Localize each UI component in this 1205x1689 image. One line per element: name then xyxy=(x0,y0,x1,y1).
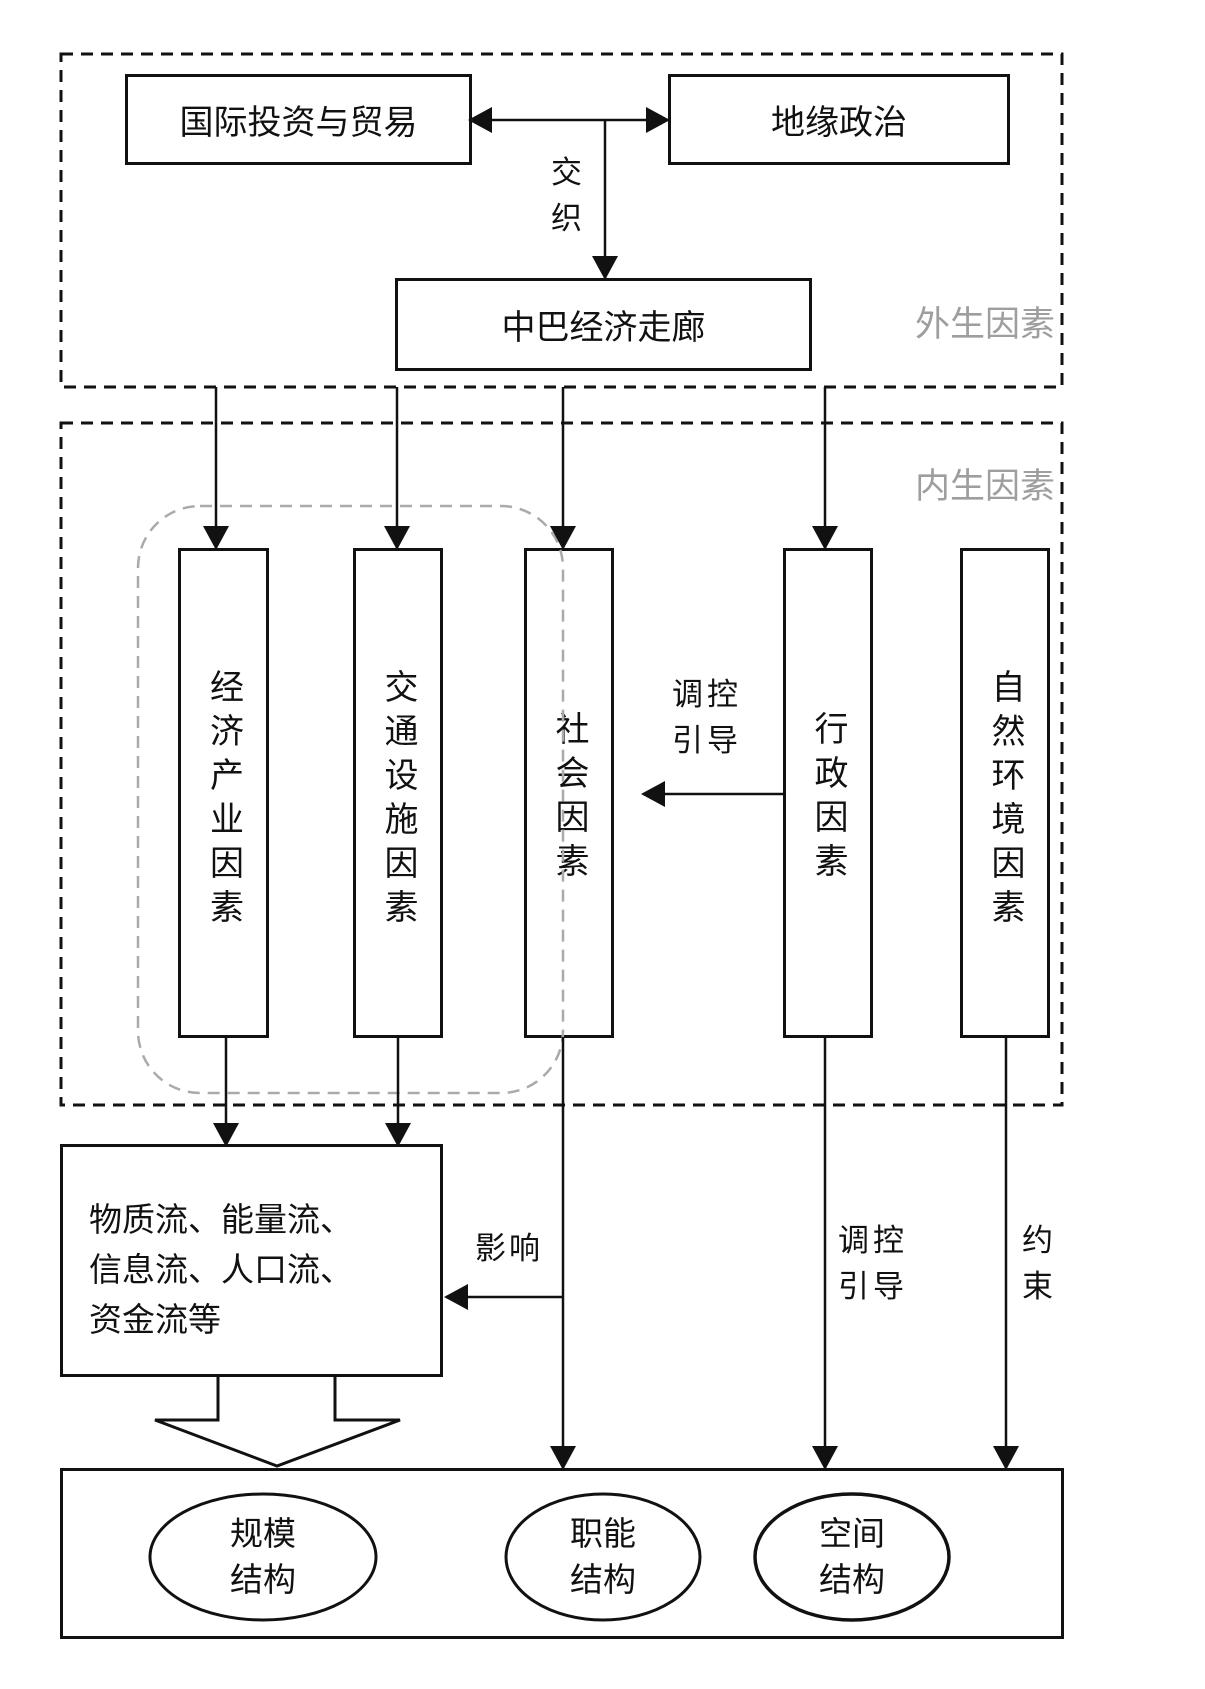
intl-trade-label: 国际投资与贸易 xyxy=(179,103,418,143)
geopolitics-box: 地缘政治 xyxy=(668,74,1010,165)
interweave-label: 交 织 xyxy=(551,155,582,237)
nature-constraint-label: 约 束 xyxy=(1022,1223,1053,1305)
spatial-structure-label: 空间 结构 xyxy=(819,1514,885,1599)
flows-to-structure-big-arrow xyxy=(154,1377,401,1468)
factor-transport: 交通设施因素 xyxy=(353,548,443,1038)
exogenous-zone xyxy=(59,52,1064,389)
flows-label: 物质流、能量流、 信息流、人口流、 资金流等 xyxy=(89,1200,353,1339)
flows-box: 物质流、能量流、 信息流、人口流、 资金流等 xyxy=(60,1144,443,1377)
ellipse-spatial-structure xyxy=(753,1492,951,1622)
regulate-label: 调控 引导 xyxy=(672,677,742,759)
intl-trade-box: 国际投资与贸易 xyxy=(125,74,472,165)
factor-social: 社会因素 xyxy=(524,548,614,1038)
ellipse-scale-structure xyxy=(148,1492,378,1622)
endogenous-zone-label: 内生因素 xyxy=(915,467,1056,507)
factor-admin-label: 行政因素 xyxy=(808,711,848,887)
cpec-label: 中巴经济走廊 xyxy=(501,308,706,348)
factor-nature: 自然环境因素 xyxy=(960,548,1050,1038)
scale-structure-label: 规模 结构 xyxy=(230,1514,296,1599)
exogenous-zone-label: 外生因素 xyxy=(915,305,1056,345)
factor-social-label: 社会因素 xyxy=(549,711,589,887)
geopolitics-label: 地缘政治 xyxy=(771,103,907,143)
endogenous-zone xyxy=(59,421,1064,1107)
influence-label: 影响 xyxy=(475,1231,543,1267)
function-structure-label: 职能 结构 xyxy=(570,1514,636,1599)
factor-transport-label: 交通设施因素 xyxy=(378,669,418,933)
factor-economy-label: 经济产业因素 xyxy=(203,669,244,933)
core-factors-group xyxy=(136,504,565,1095)
factor-nature-label: 自然环境因素 xyxy=(985,669,1025,933)
admin-regulate-label: 调控 引导 xyxy=(838,1223,908,1305)
ellipse-function-structure xyxy=(504,1492,702,1622)
